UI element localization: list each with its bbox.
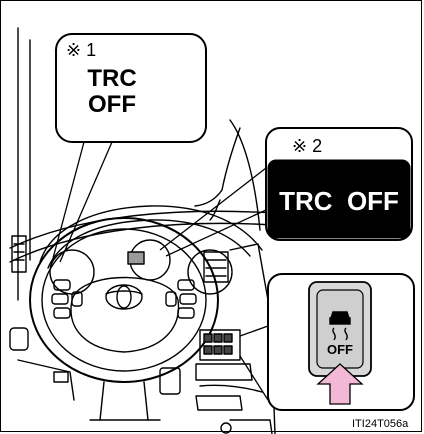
trc-off-switch: OFF bbox=[309, 282, 371, 376]
callout-1-line1: TRC bbox=[87, 65, 136, 92]
figure-code: ITI24T056a bbox=[352, 418, 409, 430]
callout-1-marker: ※ 1 bbox=[66, 40, 96, 60]
switch-label: OFF bbox=[327, 342, 353, 357]
display-text: TRC OFF bbox=[279, 186, 399, 216]
leader-lines bbox=[52, 142, 268, 400]
callout-1-line2: OFF bbox=[88, 91, 136, 118]
callout-2-marker: ※ 2 bbox=[292, 136, 322, 156]
